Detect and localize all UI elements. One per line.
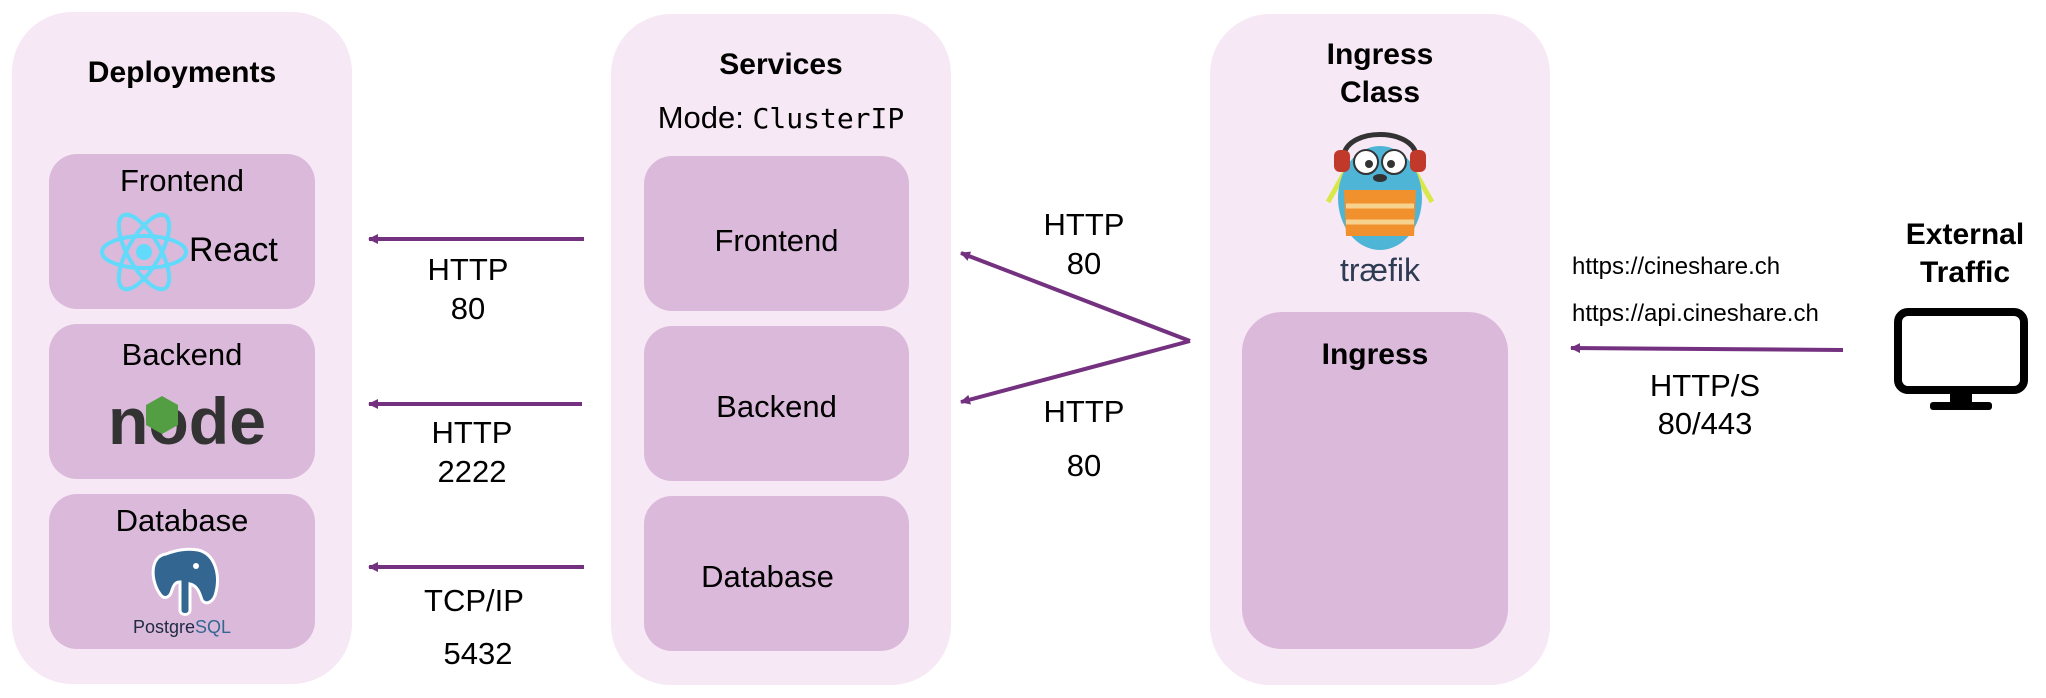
arrow-ingress-to-backend [960, 339, 1191, 405]
ingress-class-title: Ingress Class [1210, 36, 1550, 112]
ingress-box[interactable] [1242, 312, 1508, 649]
react-icon [100, 212, 188, 292]
traefik-logo-text: træfik [1340, 252, 1420, 288]
link-database-protocol: TCP/IP [424, 583, 524, 618]
deployment-backend[interactable] [49, 324, 315, 479]
external-url-1[interactable]: https://cineshare.ch [1572, 253, 1781, 280]
external-traffic-title-line2: Traffic [1919, 256, 2011, 289]
link-ingress-backend-protocol: HTTP [1043, 394, 1125, 429]
services-mode-label: Mode: [657, 100, 744, 135]
deployment-backend-title: Backend [121, 337, 243, 372]
deployment-frontend[interactable] [49, 154, 315, 309]
external-url-2[interactable]: https://api.cineshare.ch [1572, 300, 1819, 327]
ingress-label: Ingress [1321, 338, 1429, 371]
link-frontend-protocol: HTTP [427, 252, 509, 287]
service-frontend-label: Frontend [714, 223, 839, 258]
external-ports: 80/443 [1657, 406, 1753, 441]
deployment-database-title: Database [115, 503, 249, 538]
service-frontend[interactable] [644, 156, 909, 311]
nodejs-icon: node [108, 384, 266, 452]
service-database[interactable] [644, 496, 909, 651]
monitor-icon [1894, 308, 2028, 410]
postgresql-logo-text: PostgreSQL [49, 616, 315, 638]
postgresql-elephant-icon [151, 547, 219, 616]
services-title: Services [719, 48, 843, 81]
postgresql-logo-text-a: Postgre [132, 617, 195, 637]
react-logo-text: React [189, 231, 278, 269]
nodejs-logo-text: node [108, 384, 266, 452]
link-frontend-port: 80 [450, 291, 486, 326]
ingress-class-title-line2: Class [1339, 76, 1421, 109]
link-ingress-frontend-protocol: HTTP [1043, 207, 1125, 242]
arrow-ingress-to-frontend [960, 251, 1191, 343]
service-backend[interactable] [644, 326, 909, 481]
link-backend-protocol: HTTP [431, 415, 513, 450]
postgresql-logo-text-b: SQL [195, 617, 232, 637]
ingress-class-title-line1: Ingress [1326, 38, 1434, 71]
link-backend-port: 2222 [437, 454, 507, 489]
external-traffic-title-line1: External [1905, 218, 2025, 251]
traefik-gopher-icon [1325, 132, 1435, 250]
service-database-label: Database [701, 559, 834, 594]
arrow-external-to-ingress [1570, 343, 1844, 354]
service-backend-label: Backend [716, 389, 837, 424]
deployment-frontend-title: Frontend [119, 163, 245, 198]
deployments-title: Deployments [87, 56, 277, 89]
external-protocol: HTTP/S [1649, 368, 1761, 403]
external-traffic-title: External Traffic [1855, 216, 2046, 292]
services-mode-value: ClusterIP [752, 102, 905, 135]
link-ingress-frontend-port: 80 [1066, 246, 1102, 281]
services-mode: Mode: ClusterIP [611, 98, 951, 139]
link-database-port: 5432 [443, 636, 513, 671]
link-ingress-backend-port: 80 [1066, 448, 1102, 483]
